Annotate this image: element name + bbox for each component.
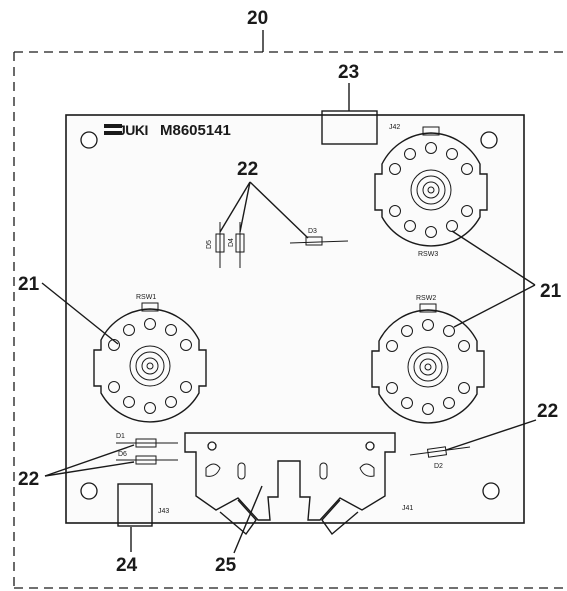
- callout-22-top-label: 22: [237, 159, 258, 180]
- diode-d5: D5: [206, 222, 225, 268]
- pcb-board: [65, 114, 525, 524]
- callout-21-left-label: 21: [18, 274, 40, 295]
- mounting-hole-bottom-left: [80, 482, 98, 500]
- connector-j43: J43 24: [116, 483, 169, 576]
- callout-22-right-label: 22: [537, 401, 558, 422]
- d2-label: D2: [434, 463, 443, 470]
- callout-23-label: 23: [338, 62, 359, 83]
- rsw1-label: RSW1: [136, 294, 156, 301]
- mounting-hole-top-left: [80, 131, 98, 149]
- connector-j41: J41 25: [184, 432, 413, 576]
- j41-label: J41: [402, 505, 413, 512]
- j42-label: J42: [389, 124, 400, 131]
- callout-22-bottom-left-label: 22: [18, 469, 39, 490]
- diode-d3: D3: [289, 228, 349, 246]
- callout-20-label: 20: [247, 8, 268, 29]
- callout-21-left: 21: [18, 274, 119, 345]
- j43-label: J43: [158, 508, 169, 515]
- d3-label: D3: [308, 228, 317, 235]
- callout-22-top: 22: [219, 159, 309, 239]
- d4-label: D4: [228, 238, 235, 247]
- rotary-switch-rsw1: RSW1: [93, 294, 207, 423]
- rotary-switch-rsw3: RSW3: [374, 126, 488, 258]
- rsw2-label: RSW2: [416, 295, 436, 302]
- juki-logo: JUKI: [118, 122, 148, 138]
- callout-24-label: 24: [116, 555, 138, 576]
- mounting-hole-bottom-right: [482, 482, 500, 500]
- d5-label: D5: [206, 240, 213, 249]
- callout-21-right-label: 21: [540, 281, 562, 302]
- rotary-switch-rsw2: RSW2: [371, 295, 485, 424]
- mounting-hole-top-right: [480, 131, 498, 149]
- callout-21-right: 21: [451, 230, 562, 328]
- callout-20: 20: [247, 8, 268, 52]
- assembly-boundary: [13, 51, 565, 590]
- callout-22-bottom-left: 22: [18, 444, 135, 490]
- diode-d1: D1: [116, 433, 178, 448]
- callout-22-right: 22: [445, 401, 558, 451]
- connector-j42: J42 23: [321, 62, 400, 145]
- d6-label: D6: [118, 451, 127, 458]
- part-number: M8605141: [160, 122, 231, 139]
- rsw3-label: RSW3: [418, 251, 438, 258]
- board-marking: JUKI M8605141: [104, 122, 231, 139]
- diode-d6: D6: [116, 451, 178, 465]
- callout-25-label: 25: [215, 555, 237, 576]
- diode-d2: D2: [409, 446, 471, 470]
- d1-label: D1: [116, 433, 125, 440]
